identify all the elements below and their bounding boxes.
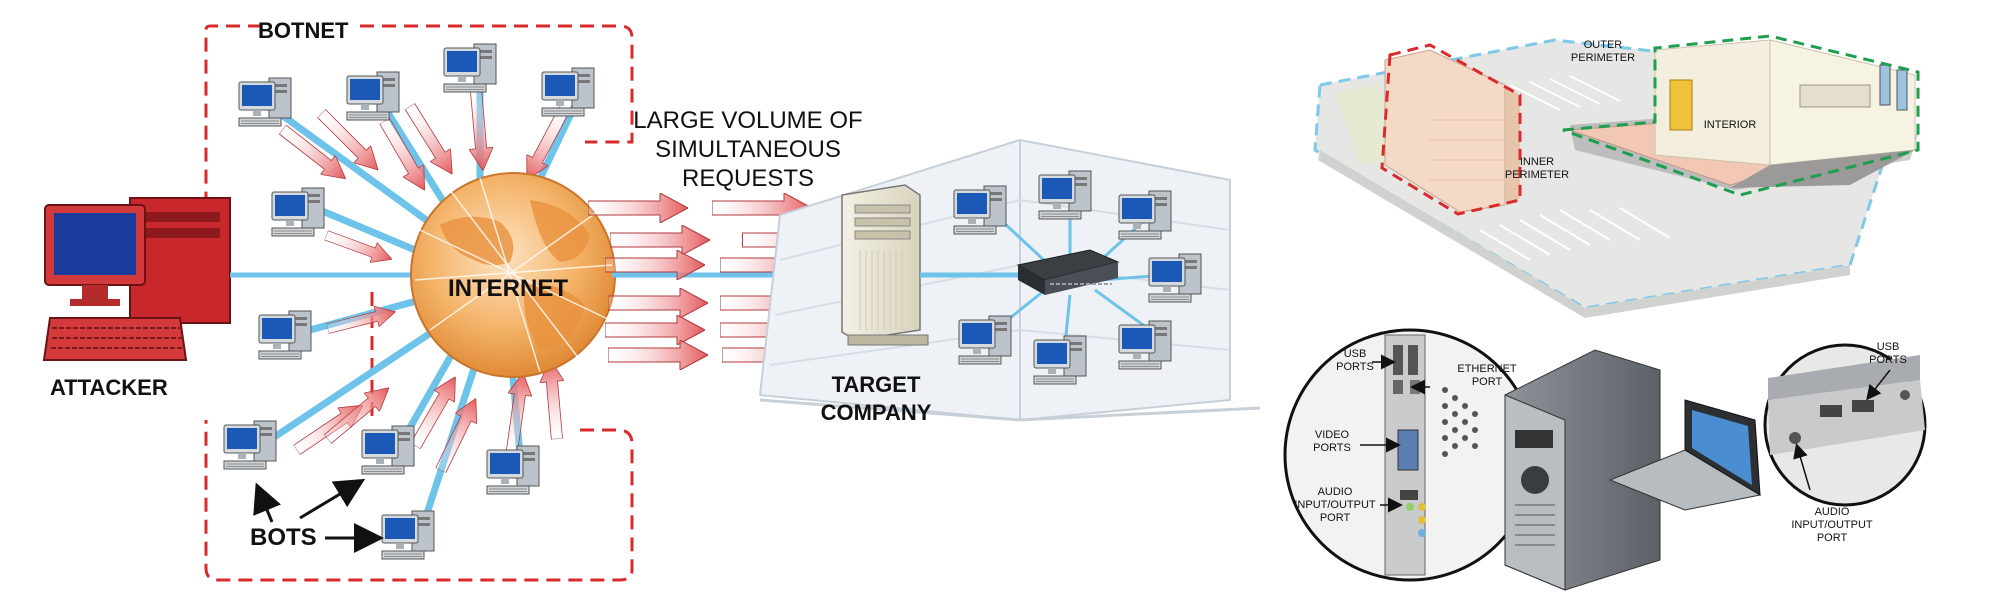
network-switch — [1016, 249, 1120, 295]
outer-perimeter-label-line-1: OUTER — [1584, 39, 1623, 51]
target-server — [841, 184, 929, 346]
requests-label-line-2: SIMULTANEOUS — [655, 136, 841, 163]
target-label-line-1: TARGET — [832, 372, 921, 397]
attacker-computer — [42, 197, 231, 361]
interior-label: INTERIOR — [1704, 119, 1757, 131]
bots-pointer-2 — [299, 478, 366, 520]
laptop-audio-label-line-3: PORT — [1817, 532, 1848, 544]
laptop-audio-label-line-1: AUDIO — [1815, 506, 1850, 518]
ports-diagram: USB PORTS ETHERNET PORT VIDEO PORTS AUDI… — [1283, 328, 1927, 591]
internet-label: INTERNET — [448, 275, 568, 302]
laptop-audio-label-line-2: INPUT/OUTPUT — [1791, 519, 1873, 531]
bots-label: BOTS — [250, 524, 317, 551]
laptop-side-zoom — [1763, 343, 1927, 507]
requests-label-line-1: LARGE VOLUME OF — [633, 107, 862, 134]
usb-ports-label-line-1: USB — [1344, 348, 1367, 360]
attacker-label: ATTACKER — [50, 375, 168, 400]
laptop — [1608, 399, 1762, 511]
audio-port-label-line-2: INPUT/OUTPUT — [1294, 499, 1376, 511]
outer-perimeter-label-line-2: PERIMETER — [1571, 52, 1635, 64]
desktop-rear-zoom — [1283, 328, 1537, 582]
audio-port-label-line-3: PORT — [1320, 512, 1351, 524]
inner-perimeter-label-line-1: INNER — [1520, 156, 1554, 168]
desktop-tower — [1504, 349, 1661, 591]
target-label-line-2: COMPANY — [821, 400, 932, 425]
laptop-usb-label-line-2: PORTS — [1869, 354, 1907, 366]
botnet-boundary — [204, 24, 634, 582]
ddos-diagram: BOTNET — [42, 18, 1261, 582]
office-building — [1384, 49, 1520, 213]
inner-perimeter-label-line-2: PERIMETER — [1505, 169, 1569, 181]
perimeter-diagram: OUTER PERIMETER INNER PERIMETER INTERIOR — [1313, 34, 1920, 318]
ethernet-port-label-line-2: PORT — [1472, 376, 1503, 388]
bots-pointer-1 — [253, 482, 282, 523]
inner-perimeter-boundary — [1380, 43, 1522, 216]
requests-label-line-3: REQUESTS — [682, 165, 814, 192]
internet-globe — [410, 172, 616, 378]
laptop-usb-label-line-1: USB — [1877, 341, 1900, 353]
interior-room — [1569, 39, 1918, 190]
audio-port-label-line-1: AUDIO — [1318, 486, 1353, 498]
video-ports-label-line-1: VIDEO — [1315, 429, 1350, 441]
video-ports-label-line-2: PORTS — [1313, 442, 1351, 454]
usb-ports-label-line-2: PORTS — [1336, 361, 1374, 373]
ethernet-port-label-line-1: ETHERNET — [1457, 363, 1517, 375]
botnet-label: BOTNET — [258, 18, 349, 43]
